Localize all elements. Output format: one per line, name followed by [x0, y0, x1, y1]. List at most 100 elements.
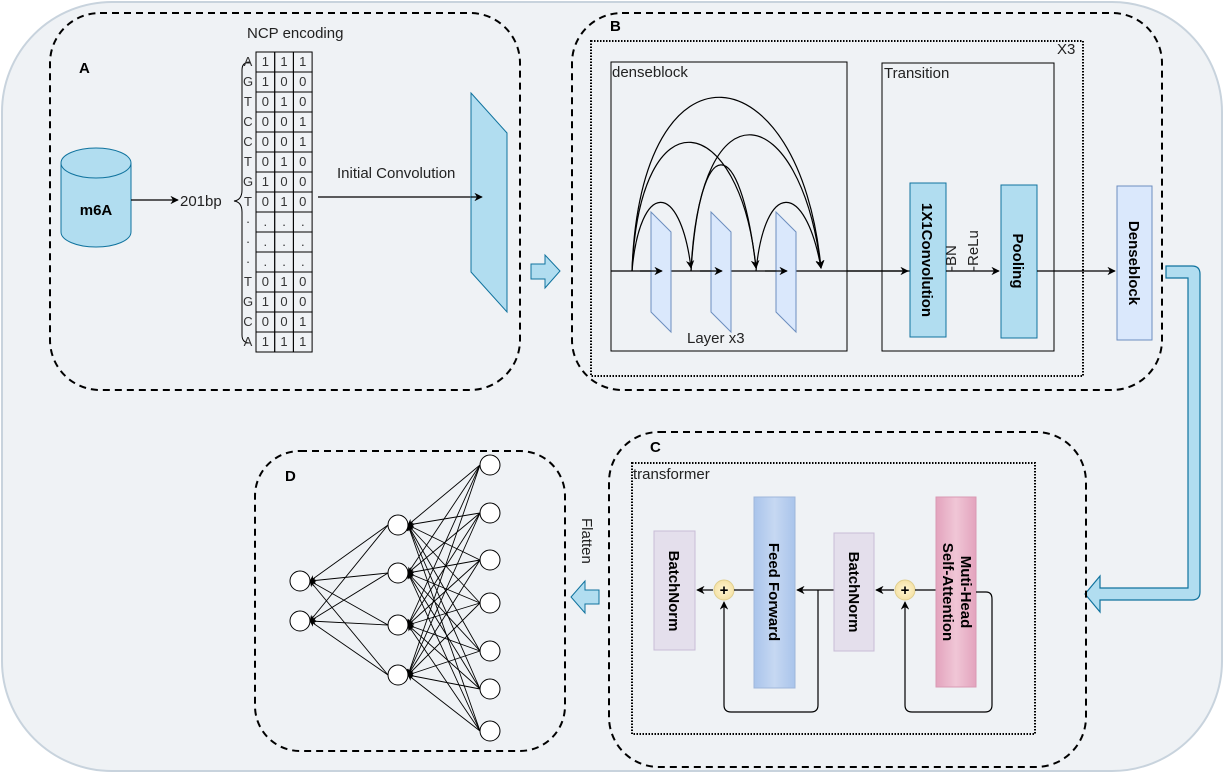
encoding-value: . — [264, 234, 268, 249]
sequence-base: G — [243, 174, 253, 189]
sequence-base: · — [246, 234, 250, 249]
encoding-value: 0 — [280, 294, 287, 309]
sequence-base: T — [244, 94, 252, 109]
sequence-base: G — [243, 294, 253, 309]
nn-connection — [407, 559, 481, 626]
sequence-base: G — [243, 74, 253, 89]
nn-node — [479, 502, 501, 524]
panel-a-to-b-arrow — [530, 253, 561, 290]
denseblock-frame — [610, 61, 848, 352]
encoding-value: 0 — [262, 314, 269, 329]
neural-network — [289, 454, 501, 742]
panel-d-letter: D — [285, 468, 296, 485]
nn-connection — [309, 580, 389, 676]
nn-connection — [407, 623, 481, 652]
encoding-value: . — [282, 214, 286, 229]
batchnorm-label-1: BatchNorm — [665, 551, 682, 632]
encoding-value: 0 — [299, 154, 306, 169]
panel-a-frame — [49, 12, 521, 391]
nn-connection — [407, 512, 481, 676]
encoding-value: 1 — [299, 314, 306, 329]
encoding-value: 0 — [262, 94, 269, 109]
nn-connection — [407, 512, 481, 528]
dense-layer-3 — [775, 210, 797, 334]
layer-count-label: Layer x3 — [687, 330, 745, 347]
sequence-brace — [233, 61, 251, 344]
encoding-value: 0 — [262, 194, 269, 209]
nn-connection — [407, 624, 481, 690]
database-icon — [60, 147, 132, 248]
encoding-value: 0 — [262, 114, 269, 129]
nn-connection — [407, 602, 481, 676]
sequence-base: T — [244, 194, 252, 209]
nn-connection — [406, 464, 481, 676]
initial-convolution-layer — [470, 91, 508, 314]
batchnorm-label-2: BatchNorm — [845, 552, 862, 633]
nn-connection — [407, 524, 481, 690]
transition-frame — [881, 62, 1055, 352]
transformer-frame — [631, 462, 1036, 735]
encoding-value: . — [301, 254, 305, 269]
nn-connection — [407, 602, 481, 627]
transition-title: Transition — [884, 65, 949, 82]
sequence-base: · — [246, 214, 250, 229]
encoding-value: 0 — [280, 134, 287, 149]
sequence-base: C — [243, 134, 252, 149]
nn-connection — [407, 559, 481, 676]
panel-a-letter: A — [79, 60, 90, 77]
nn-node — [479, 640, 501, 662]
encoding-value: 0 — [299, 74, 306, 89]
panel-c: C transformer BatchNorm + Feed Forward B… — [608, 431, 1087, 768]
attention-label-line2: Self-Attention — [939, 543, 956, 641]
encoding-value: 0 — [280, 174, 287, 189]
residual-connection-1 — [719, 590, 819, 713]
encoding-value: 0 — [280, 74, 287, 89]
encoding-value: 0 — [299, 294, 306, 309]
nn-connection — [309, 618, 389, 626]
panel-c-letter: C — [650, 439, 661, 456]
dense-layer-1 — [650, 210, 672, 334]
add-symbol-1: + — [720, 582, 729, 599]
sequence-base: T — [244, 274, 252, 289]
encoding-value: 1 — [299, 54, 306, 69]
sequence-base: · — [246, 254, 250, 269]
initial-convolution-label: Initial Convolution — [337, 165, 455, 182]
panel-b-frame — [571, 12, 1163, 391]
attention-label-line1: Muti-Head — [957, 556, 974, 629]
encoding-value: 1 — [280, 94, 287, 109]
encoding-value: 1 — [280, 274, 287, 289]
nn-connection — [407, 674, 481, 732]
flatten-arrow — [570, 579, 600, 615]
encoding-value: 1 — [280, 54, 287, 69]
sequence-length-label: 201bp — [180, 193, 222, 210]
nn-connection — [407, 572, 481, 690]
encoding-value: 1 — [262, 74, 269, 89]
encoding-value: . — [264, 254, 268, 269]
encoding-value: 1 — [299, 334, 306, 349]
encoding-value: 0 — [280, 114, 287, 129]
batchnorm-box-2 — [833, 532, 875, 652]
encoding-value: 0 — [299, 94, 306, 109]
database-label: m6A — [80, 202, 113, 219]
nn-connection — [407, 559, 481, 576]
nn-connection — [407, 464, 481, 526]
encoding-value: 0 — [299, 274, 306, 289]
nn-connection — [407, 524, 481, 604]
encoding-value: . — [301, 234, 305, 249]
nn-connection — [407, 672, 481, 690]
nn-node — [387, 614, 409, 636]
encoding-value: . — [301, 214, 305, 229]
nn-node — [479, 720, 501, 742]
encoding-value: 1 — [262, 294, 269, 309]
encoding-value: . — [282, 254, 286, 269]
nn-connection — [407, 524, 481, 561]
panel-b-letter: B — [610, 18, 621, 35]
encoding-value: 1 — [262, 54, 269, 69]
nn-node — [479, 678, 501, 700]
encoding-cell — [292, 331, 313, 353]
denseblock-box-label: Denseblock — [1125, 221, 1142, 306]
nn-connection — [407, 512, 481, 626]
